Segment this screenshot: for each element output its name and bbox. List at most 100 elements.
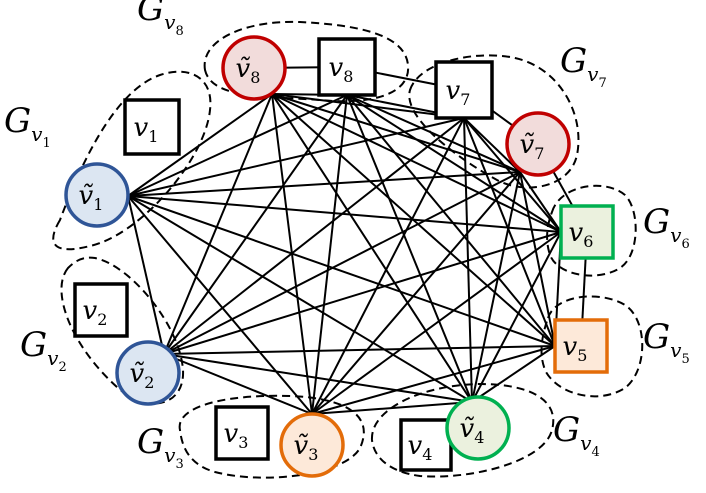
node-vt3: ṽ3 bbox=[279, 412, 345, 478]
node-square bbox=[317, 37, 377, 97]
node-square bbox=[73, 282, 129, 338]
edge-vt1-v5 bbox=[127, 195, 556, 347]
group-label-sub: 5 bbox=[681, 352, 689, 367]
edge-vt2-vt3 bbox=[163, 353, 313, 415]
edge-vt1-v7 bbox=[127, 117, 465, 197]
edge-vt2-v5 bbox=[163, 345, 556, 355]
node-label: v2 bbox=[83, 296, 108, 329]
node-v6: v6 bbox=[559, 204, 615, 260]
node-label-base: ṽ bbox=[460, 414, 475, 444]
edge-vt4-vt8 bbox=[271, 93, 473, 403]
edge-vt4-vt7 bbox=[471, 171, 521, 403]
node-label: ṽ2 bbox=[130, 359, 155, 392]
edge-layer bbox=[127, 66, 588, 415]
node-label: ṽ4 bbox=[460, 414, 485, 447]
group-label-sub-base: v bbox=[670, 223, 682, 247]
node-label-base: ṽ bbox=[520, 130, 535, 160]
edge-vt1-v6 bbox=[127, 195, 562, 233]
node-square bbox=[553, 318, 609, 374]
node-label: v5 bbox=[563, 332, 588, 365]
node-square bbox=[214, 405, 270, 461]
node-label: v1 bbox=[134, 113, 159, 146]
group-label-sub: 3 bbox=[175, 457, 183, 472]
node-label-base: v bbox=[446, 76, 461, 106]
node-vt8: ṽ8 bbox=[221, 35, 287, 101]
edge-vt7-vt8 bbox=[271, 93, 521, 173]
edge-v7-vt8 bbox=[271, 93, 465, 119]
node-vt7: ṽ7 bbox=[505, 111, 571, 177]
edge-v6-vt7 bbox=[519, 171, 562, 233]
edge-vt1-vt8 bbox=[127, 93, 273, 197]
edge-vt4-v7 bbox=[463, 117, 473, 403]
node-label: ṽ3 bbox=[294, 431, 319, 464]
node-v3: v3 bbox=[214, 405, 270, 461]
node-v7: v7 bbox=[434, 60, 494, 120]
edge-vt4-v6 bbox=[471, 231, 562, 403]
group-label-sub-base: v bbox=[164, 443, 176, 467]
group-label-sub: 2 bbox=[58, 360, 66, 375]
group-label-base: G bbox=[4, 101, 31, 141]
node-v8: v8 bbox=[317, 37, 377, 97]
node-circle bbox=[221, 35, 287, 101]
edge-vt3-vt8 bbox=[271, 93, 313, 415]
edge-vt3-vt4 bbox=[311, 401, 473, 415]
edge-v6-vt8 bbox=[271, 93, 562, 233]
edge-vt4-v8 bbox=[346, 94, 473, 403]
node-label-base: v bbox=[224, 419, 239, 449]
group-label-sub: 4 bbox=[591, 445, 599, 460]
group-label-sub: 1 bbox=[42, 136, 50, 151]
edge-v6-v7 bbox=[463, 117, 562, 233]
group-label-g8: Gv8 bbox=[137, 0, 184, 39]
node-vt4: ṽ4 bbox=[445, 395, 511, 461]
group-label-sub: 6 bbox=[681, 237, 689, 252]
node-label: v7 bbox=[446, 76, 471, 109]
node-square bbox=[399, 418, 453, 472]
group-label-g7: Gv7 bbox=[560, 41, 607, 91]
node-label-base: ṽ bbox=[79, 181, 94, 211]
node-circle bbox=[64, 162, 130, 228]
group-label-base: G bbox=[137, 0, 164, 29]
group-label-base: G bbox=[643, 202, 670, 242]
node-label-sub: 6 bbox=[583, 232, 593, 251]
node-label-sub: 7 bbox=[534, 144, 544, 163]
group-label-g2: Gv2 bbox=[20, 325, 67, 375]
node-label-sub: 7 bbox=[460, 90, 470, 109]
node-label-sub: 5 bbox=[577, 346, 587, 365]
node-label: v6 bbox=[569, 218, 594, 251]
group-outline-g4 bbox=[370, 382, 555, 478]
node-label-sub: 2 bbox=[97, 310, 107, 329]
edge-vt1-vt3 bbox=[127, 195, 313, 415]
node-label-base: ṽ bbox=[130, 359, 145, 389]
node-label-sub: 8 bbox=[250, 68, 260, 87]
edge-vt2-v6 bbox=[163, 231, 562, 355]
node-label: v3 bbox=[224, 419, 249, 452]
node-square bbox=[123, 98, 181, 156]
edge-vt3-v6 bbox=[311, 231, 562, 415]
node-label-sub: 1 bbox=[93, 195, 103, 214]
node-label-base: v bbox=[563, 332, 578, 362]
node-label-base: v bbox=[569, 218, 584, 248]
node-label-sub: 4 bbox=[422, 445, 432, 464]
node-circle bbox=[279, 412, 345, 478]
node-label-sub: 3 bbox=[308, 445, 318, 464]
node-square bbox=[434, 60, 494, 120]
node-vt2: ṽ2 bbox=[115, 340, 181, 406]
node-label-base: v bbox=[408, 431, 423, 461]
group-label-sub: 7 bbox=[598, 76, 606, 91]
edge-v6-v8 bbox=[346, 94, 562, 233]
group-label-base: G bbox=[553, 410, 580, 450]
node-label-sub: 3 bbox=[238, 433, 248, 452]
edge-vt2-vt4 bbox=[163, 353, 473, 403]
edge-v5-v7 bbox=[463, 117, 556, 347]
node-vt1: ṽ1 bbox=[64, 162, 130, 228]
group-label-base: G bbox=[20, 325, 47, 365]
node-circle bbox=[505, 111, 571, 177]
node-label-base: v bbox=[329, 53, 344, 83]
group-label-sub-base: v bbox=[670, 338, 682, 362]
edge-vt2-v8 bbox=[163, 94, 348, 355]
node-label-base: ṽ bbox=[236, 54, 251, 84]
node-v5: v5 bbox=[553, 318, 609, 374]
group-outline-g7 bbox=[408, 54, 580, 189]
